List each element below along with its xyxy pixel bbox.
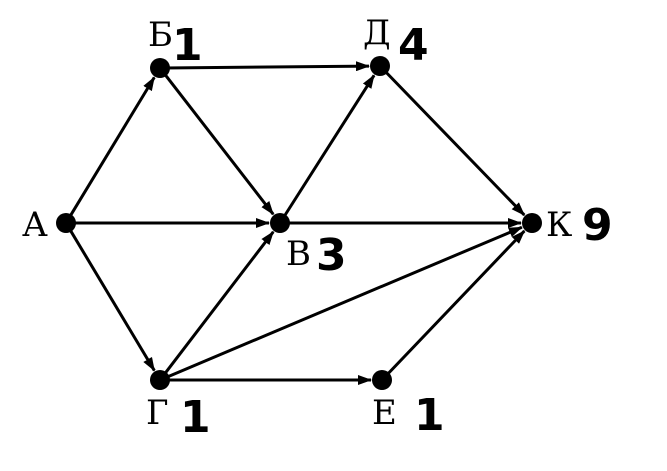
node-labels: А Б Д В К Г Е <box>22 13 572 433</box>
edge-A-G <box>66 225 156 372</box>
count-G: 1 <box>180 392 211 443</box>
node-G <box>150 370 170 390</box>
edge-G-V <box>161 230 275 378</box>
node-B <box>150 58 170 78</box>
label-K: К <box>546 205 572 245</box>
edge-G-K <box>163 225 523 380</box>
label-D: Д <box>363 13 391 53</box>
label-E: Е <box>372 393 397 433</box>
count-K: 9 <box>582 200 613 251</box>
node-D <box>370 56 390 76</box>
graph-edges <box>66 61 526 385</box>
node-E <box>372 370 392 390</box>
count-B: 1 <box>172 20 203 71</box>
node-V <box>270 213 290 233</box>
count-V: 3 <box>316 230 347 281</box>
label-A: А <box>22 205 48 245</box>
node-A <box>56 213 76 233</box>
label-V: В <box>286 234 311 274</box>
edge-E-K <box>383 229 526 379</box>
edge-D-K <box>381 67 526 217</box>
count-D: 4 <box>398 20 429 71</box>
label-G: Г <box>146 393 169 433</box>
edge-B-V <box>161 70 275 216</box>
edge-V-D <box>280 74 376 221</box>
edge-B-D <box>163 61 371 72</box>
graph-nodes <box>56 56 542 390</box>
node-K <box>522 213 542 233</box>
handwritten-counts: 1 4 3 9 1 1 <box>172 20 613 443</box>
edge-A-B <box>66 76 156 221</box>
count-E: 1 <box>414 390 445 441</box>
label-B: Б <box>148 15 173 55</box>
